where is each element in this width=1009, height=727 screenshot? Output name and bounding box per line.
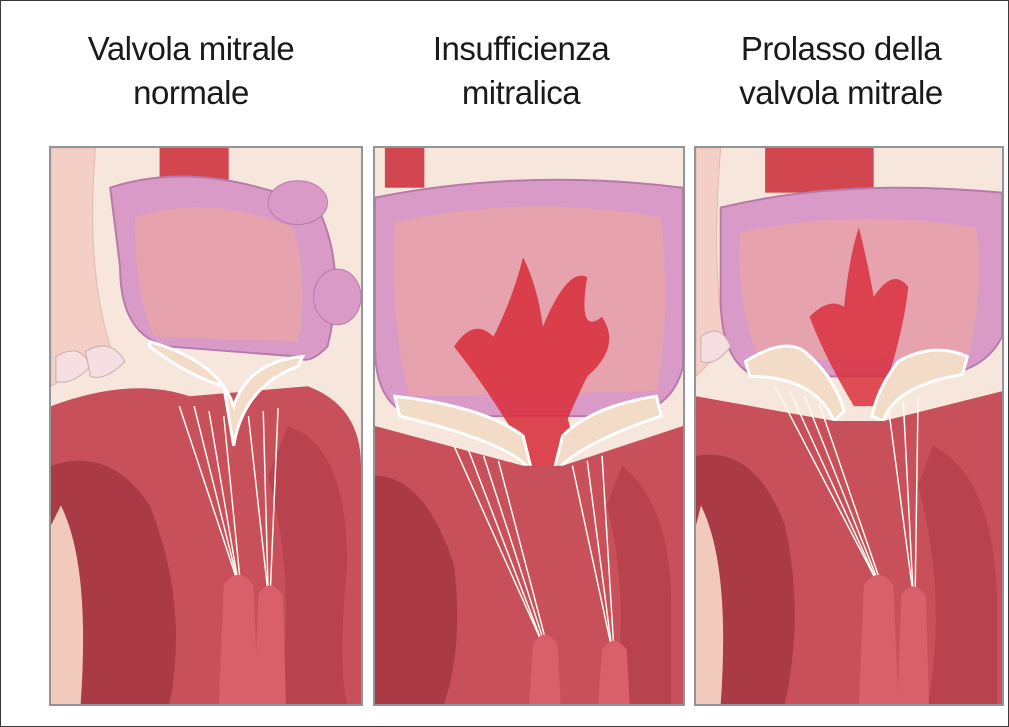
title-normal-line2: normale <box>31 71 351 115</box>
panel-mitral-insufficiency <box>373 146 685 706</box>
title-mitral-valve-prolapse: Prolasso della valvola mitrale <box>681 27 1001 115</box>
title-prolapse-line1: Prolasso della <box>681 27 1001 71</box>
aorta <box>385 148 424 188</box>
normal-heart-illustration <box>51 148 361 704</box>
title-normal-line1: Valvola mitrale <box>31 27 351 71</box>
panel-normal-valve <box>49 146 363 706</box>
insufficiency-heart-illustration <box>375 148 683 704</box>
panel-mitral-valve-prolapse <box>694 146 1004 706</box>
title-prolapse-line2: valvola mitrale <box>681 71 1001 115</box>
prolapse-heart-illustration <box>696 148 1002 704</box>
aorta <box>765 148 874 193</box>
title-mitral-insufficiency: Insufficienza mitralica <box>361 27 681 115</box>
left-atrium-chamber <box>135 207 303 341</box>
title-normal-valve: Valvola mitrale normale <box>31 27 351 115</box>
title-insufficiency-line2: mitralica <box>361 71 681 115</box>
title-insufficiency-line1: Insufficienza <box>361 27 681 71</box>
